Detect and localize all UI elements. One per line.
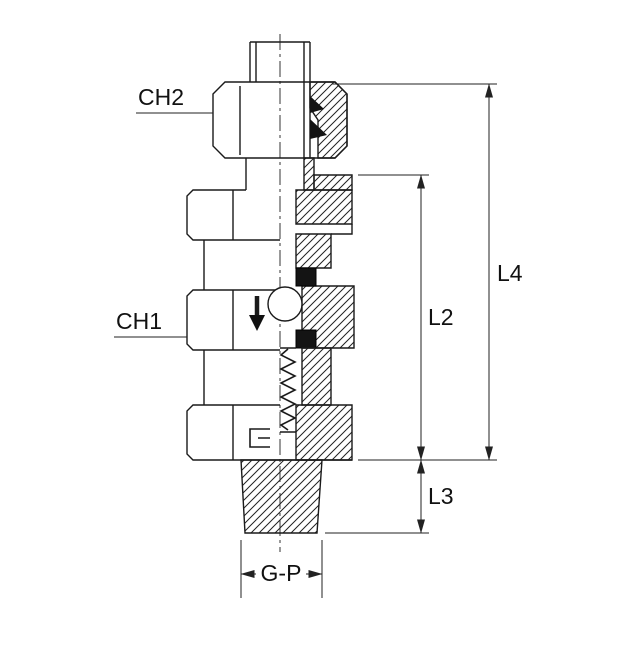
label-ch2: CH2 <box>138 84 184 110</box>
swivel-nut-section-hatch <box>309 81 348 159</box>
neck-section-hatch <box>303 157 315 191</box>
flow-direction-arrowhead-icon <box>249 315 265 331</box>
flange-lower-section-hatch <box>295 233 332 269</box>
spring <box>279 348 297 431</box>
flange-upper-section-hatch <box>295 189 353 225</box>
label-l3: L3 <box>428 483 454 509</box>
gp-label-background <box>256 561 306 587</box>
lower-neck-section-hatch <box>301 347 332 406</box>
bottom-flange-section-hatch <box>295 404 353 461</box>
orifice-mark <box>249 428 270 448</box>
washer-section-hatch <box>313 174 353 191</box>
labels: CH2 CH1 L4 L2 L3 G-P <box>116 84 523 586</box>
extension-lines <box>240 83 497 598</box>
label-gp: G-P <box>261 560 302 586</box>
label-l2: L2 <box>428 304 454 330</box>
seal-top <box>295 267 317 287</box>
dimensions <box>114 83 497 598</box>
fitting-drawing <box>186 34 355 552</box>
channel-end <box>331 224 353 235</box>
cutting-ring <box>310 96 327 139</box>
seal-bottom <box>295 329 317 349</box>
label-l4: L4 <box>497 260 523 286</box>
hex-body-outline <box>186 189 352 461</box>
thread-stud <box>240 459 323 534</box>
poppet-ball <box>267 286 303 322</box>
label-ch1: CH1 <box>116 308 162 334</box>
leader-lines <box>114 112 213 338</box>
spring-seats <box>280 347 296 433</box>
tube <box>249 41 311 158</box>
